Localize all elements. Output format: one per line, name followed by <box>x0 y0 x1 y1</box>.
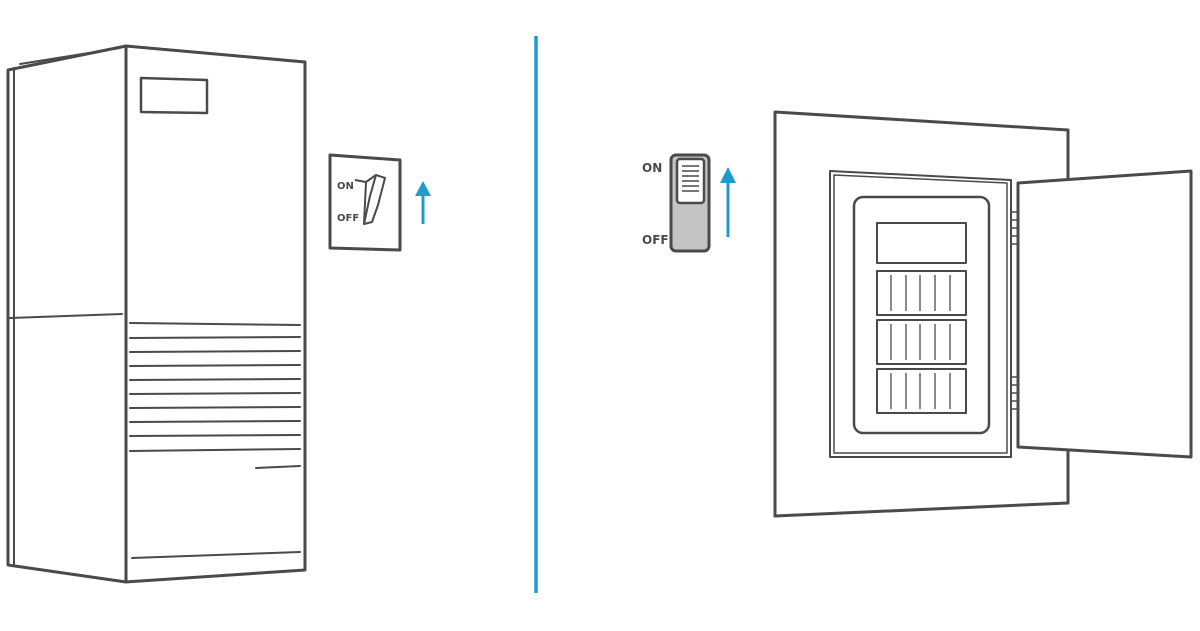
left-switch-on-label: ON <box>337 181 354 192</box>
right-switch-on-label: ON <box>642 161 662 175</box>
breaker-panel-icon <box>773 110 1193 518</box>
furnace-unit-icon <box>6 44 307 584</box>
wall-toggle-switch-icon: ON OFF <box>328 153 402 252</box>
rocker-switch-icon: ON OFF <box>642 153 711 253</box>
right-switch-off-label: OFF <box>642 233 669 247</box>
left-switch-off-label: OFF <box>337 213 359 224</box>
up-arrow-icon <box>415 181 431 224</box>
up-arrow-icon <box>720 167 736 237</box>
